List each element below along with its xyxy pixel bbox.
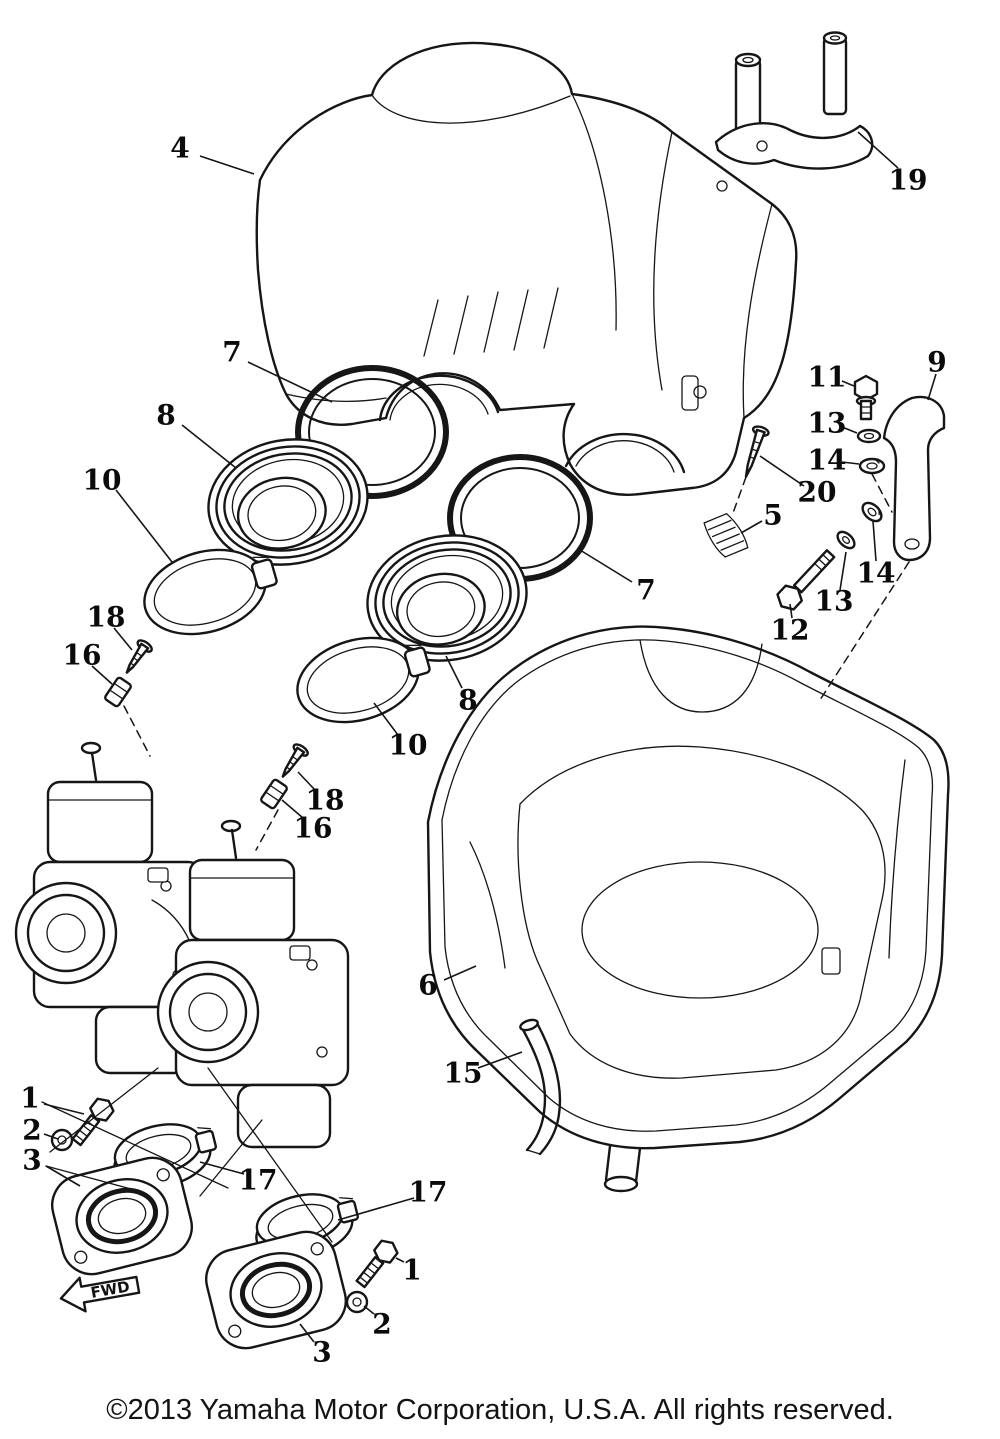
callout-12: 12	[771, 614, 810, 647]
washer-2-left	[50, 1128, 74, 1152]
fwd-arrow: FWD	[59, 1275, 141, 1313]
callout-17: 17	[409, 1176, 448, 1209]
callout-3: 3	[312, 1336, 331, 1369]
callout-leader-10	[115, 489, 173, 563]
callout-3: 3	[22, 1144, 41, 1177]
callout-19: 19	[889, 164, 928, 197]
callout-leader-18	[297, 771, 316, 791]
callout-leader-8	[181, 424, 237, 469]
o-ring-left	[295, 365, 449, 499]
callout-8: 8	[156, 399, 175, 432]
breather-hose	[519, 1018, 562, 1156]
washer-2-right	[345, 1290, 369, 1314]
callout-8: 8	[458, 684, 477, 717]
callout-15: 15	[444, 1057, 483, 1090]
air-joint-right	[366, 534, 528, 662]
callout-leader-2	[363, 1305, 375, 1315]
air-joint-left	[207, 438, 369, 566]
screw-18-right	[281, 743, 309, 778]
callout-leader-2	[43, 1133, 59, 1140]
callout-10: 10	[389, 729, 428, 762]
bolt-11	[853, 374, 879, 421]
manifold-flange-right	[205, 1230, 347, 1350]
callout-leader-5	[740, 520, 763, 534]
collar-16-left	[104, 676, 132, 708]
carburetor-assembly	[14, 741, 350, 1149]
callout-20: 20	[798, 476, 837, 509]
callout-14: 14	[808, 444, 847, 477]
callout-18: 18	[87, 601, 126, 634]
manifold-flange-left	[51, 1156, 193, 1276]
callout-leader-1	[395, 1257, 405, 1263]
air-cleaner-case	[426, 625, 950, 1193]
clamp-right	[296, 636, 431, 724]
clamp-left	[143, 548, 278, 636]
washer-13-lower	[836, 530, 856, 550]
callout-leader-17	[337, 1197, 415, 1221]
callout-10: 10	[83, 464, 122, 497]
callout-1: 1	[20, 1082, 39, 1115]
bracket-9	[882, 395, 946, 562]
construction-lines	[41, 1067, 333, 1243]
callout-leader-15	[477, 1051, 523, 1069]
screw-18-left	[125, 639, 153, 674]
callout-leader-7	[579, 549, 633, 583]
callout-2: 2	[22, 1114, 41, 1147]
spring-5	[703, 513, 749, 558]
callout-leader-13	[839, 551, 847, 591]
callout-7: 7	[636, 574, 655, 607]
callout-leader-8	[445, 655, 463, 689]
callout-6: 6	[418, 969, 437, 1002]
washer-13-upper	[856, 428, 882, 444]
callout-7: 7	[222, 336, 241, 369]
screw-20	[744, 425, 770, 478]
callout-leader-20	[759, 455, 805, 487]
callout-leader-3	[45, 1165, 81, 1187]
callout-1: 1	[402, 1254, 421, 1287]
callout-17: 17	[239, 1164, 278, 1197]
callout-11: 11	[808, 361, 847, 394]
callout-leader-12	[789, 603, 793, 619]
callout-9: 9	[927, 346, 946, 379]
bolt-1-right	[355, 1239, 399, 1289]
collar-16-right	[260, 778, 288, 810]
bolt-12	[776, 549, 836, 611]
callout-leader-6	[443, 965, 477, 981]
callout-leader-4	[199, 155, 255, 175]
callout-leader-10	[373, 702, 399, 736]
callout-13: 13	[815, 585, 854, 618]
callout-16: 16	[294, 812, 333, 845]
spring-washer-14-lower	[861, 501, 883, 523]
callout-18: 18	[306, 784, 345, 817]
callout-leader-3	[299, 1323, 315, 1343]
callout-16: 16	[63, 639, 102, 672]
callout-13: 13	[808, 407, 847, 440]
callout-leader-9	[927, 373, 937, 401]
callout-14: 14	[857, 557, 896, 590]
callout-leader-14	[841, 461, 860, 465]
callout-4: 4	[170, 132, 189, 165]
callout-leader-17	[199, 1161, 245, 1175]
callout-leader-1	[43, 1103, 85, 1115]
bracket-19	[714, 31, 874, 170]
air-cleaner-cover	[255, 41, 798, 496]
callout-2: 2	[372, 1308, 391, 1341]
callout-leader-16	[91, 665, 113, 685]
spring-washer-14-upper	[858, 457, 886, 475]
fwd-label: FWD	[89, 1277, 131, 1302]
callout-leader-13	[841, 426, 858, 434]
callout-leader-18	[113, 627, 133, 651]
bolt-1-left	[71, 1097, 115, 1147]
callout-leader-14	[872, 520, 877, 562]
callout-5: 5	[763, 499, 782, 532]
callout-leader-16	[281, 799, 304, 819]
copyright-text: ©2013 Yamaha Motor Corporation, U.S.A. A…	[106, 1394, 894, 1426]
callout-leader-7	[247, 361, 333, 403]
callout-leader-11	[841, 380, 855, 387]
alignment-dashes	[123, 473, 910, 851]
callout-leader-19	[857, 131, 899, 169]
